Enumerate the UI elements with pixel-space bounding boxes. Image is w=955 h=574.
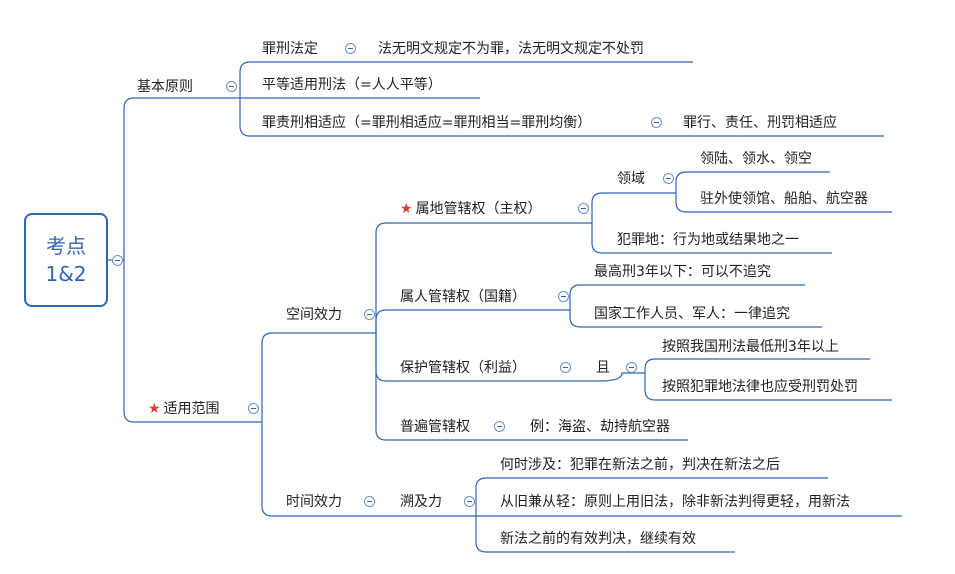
node-territorial-label: 属地管辖权（主权） [415, 201, 542, 217]
node-personal[interactable]: 属人管辖权（国籍） [400, 289, 526, 305]
node-scope-label: 适用范围 [163, 401, 220, 417]
node-crime-place[interactable]: 犯罪地：行为地或结果地之一 [617, 232, 799, 248]
node-territorial[interactable]: ★属地管辖权（主权） [400, 200, 542, 218]
node-retro-valid[interactable]: 新法之前的有效判决，继续有效 [500, 531, 696, 547]
root-node[interactable]: 考点 1&2 [24, 213, 108, 307]
collapse-icon[interactable] [558, 291, 569, 302]
collapse-icon[interactable] [626, 362, 637, 373]
root-subtitle: 1&2 [45, 262, 87, 286]
collapse-icon[interactable] [248, 403, 259, 414]
collapse-icon[interactable] [494, 421, 505, 432]
node-time-effect[interactable]: 时间效力 [286, 494, 342, 510]
node-equality[interactable]: 平等适用刑法（=人人平等） [262, 77, 442, 93]
collapse-icon[interactable] [226, 81, 237, 92]
node-universal-example[interactable]: 例：海盗、劫持航空器 [530, 419, 670, 435]
node-and[interactable]: 且 [596, 360, 610, 376]
node-legality[interactable]: 罪刑法定 [262, 41, 318, 57]
collapse-icon[interactable] [345, 43, 356, 54]
node-legality-desc[interactable]: 法无明文规定不为罪，法无明文规定不处罚 [378, 41, 644, 57]
collapse-icon[interactable] [464, 496, 475, 507]
node-basic-principles[interactable]: 基本原则 [137, 79, 193, 95]
collapse-icon[interactable] [651, 117, 662, 128]
collapse-icon[interactable] [364, 309, 375, 320]
star-icon: ★ [148, 401, 161, 417]
node-domain[interactable]: 领域 [617, 171, 645, 187]
node-scope[interactable]: ★适用范围 [148, 400, 220, 418]
node-proportionality-desc[interactable]: 罪行、责任、刑罚相适应 [683, 115, 837, 131]
node-retro-when[interactable]: 何时涉及：犯罪在新法之前，判决在新法之后 [500, 457, 780, 473]
node-protective-local-law[interactable]: 按照犯罪地法律也应受刑罚处罚 [662, 379, 858, 395]
node-protective[interactable]: 保护管辖权（利益） [400, 360, 526, 376]
star-icon: ★ [400, 201, 413, 217]
node-domain-land[interactable]: 领陆、领水、领空 [700, 151, 812, 167]
node-space-effect[interactable]: 空间效力 [286, 307, 342, 323]
node-protective-min-sentence[interactable]: 按照我国刑法最低刑3年以上 [662, 339, 839, 355]
collapse-icon[interactable] [578, 203, 589, 214]
node-retro-lighter[interactable]: 从旧兼从轻：原则上用旧法，除非新法判得更轻，用新法 [500, 494, 850, 510]
root-title: 考点 [46, 234, 86, 258]
node-universal[interactable]: 普遍管辖权 [400, 419, 470, 435]
node-personal-official[interactable]: 国家工作人员、军人：一律追究 [594, 306, 790, 322]
collapse-icon[interactable] [112, 255, 123, 266]
node-retroactivity[interactable]: 溯及力 [400, 494, 442, 510]
node-personal-minor[interactable]: 最高刑3年以下：可以不追究 [594, 264, 771, 280]
collapse-icon[interactable] [663, 173, 674, 184]
collapse-icon[interactable] [364, 496, 375, 507]
node-domain-embassy[interactable]: 驻外使领馆、船舶、航空器 [700, 191, 868, 207]
collapse-icon[interactable] [560, 362, 571, 373]
node-proportionality[interactable]: 罪责刑相适应（=罪刑相适应=罪刑相当=罪刑均衡） [262, 115, 592, 131]
